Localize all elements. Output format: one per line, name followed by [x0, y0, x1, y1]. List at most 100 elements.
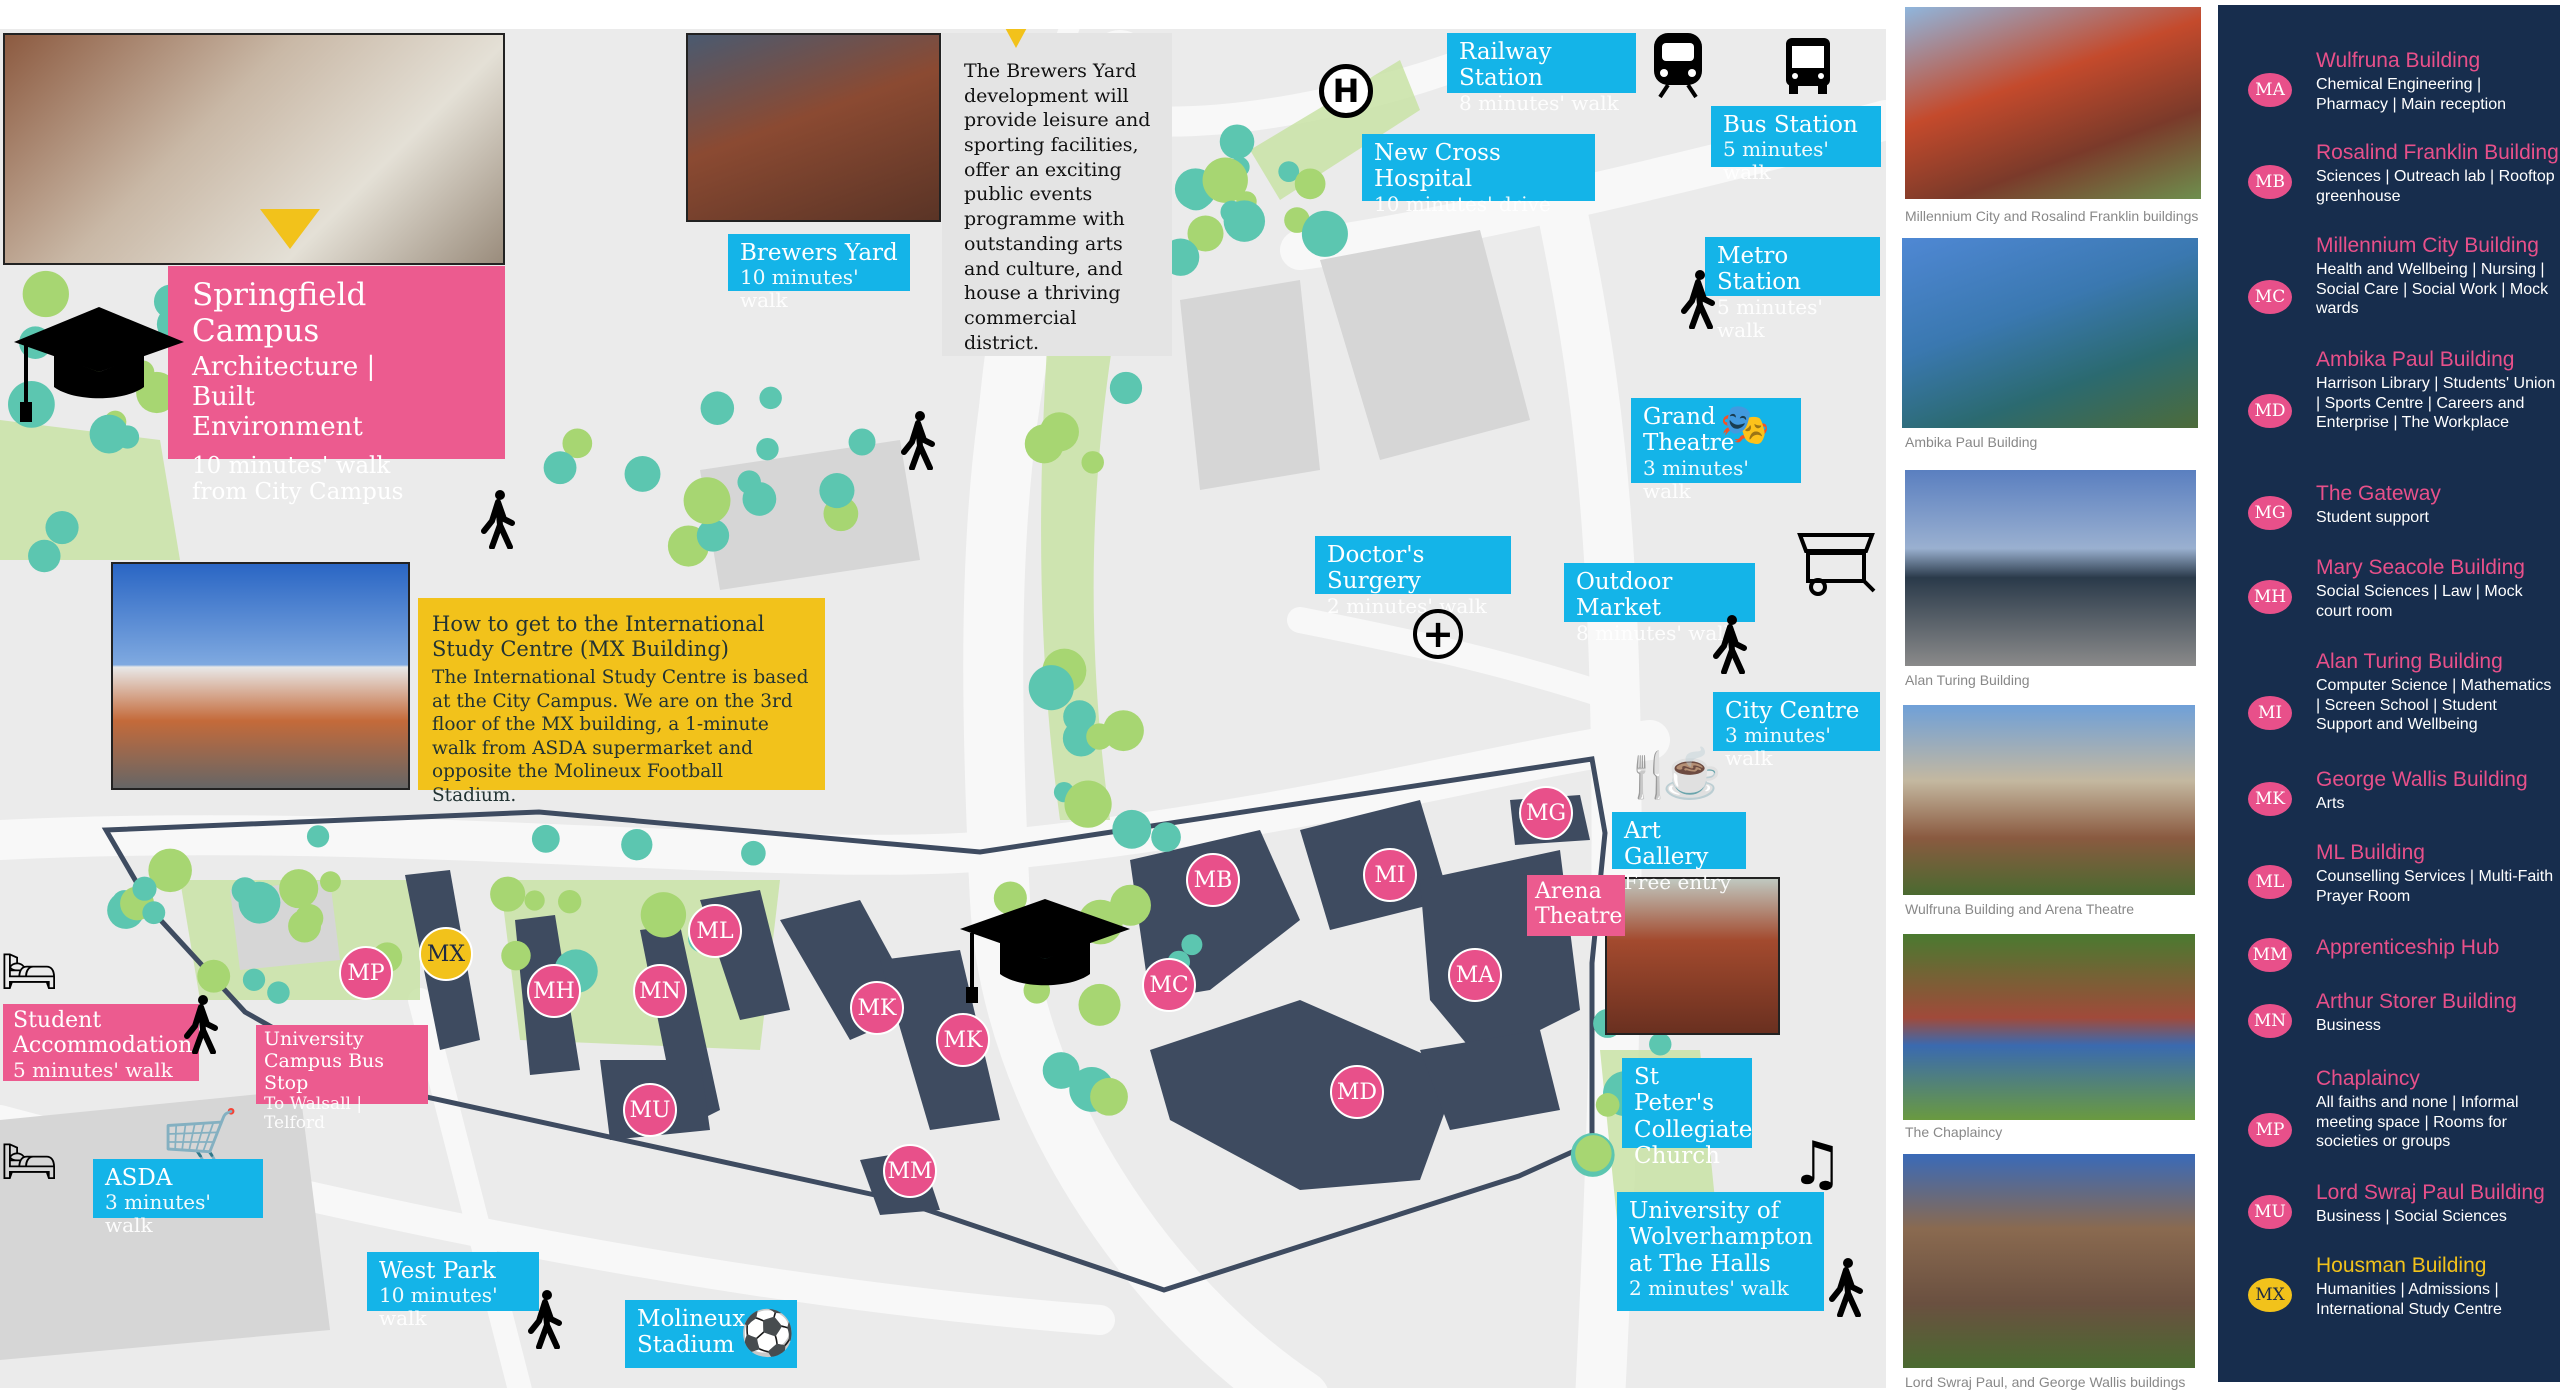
tree-marker	[1112, 809, 1152, 849]
campus-boundary	[101, 756, 1608, 1293]
building-badge-mh[interactable]: MH	[527, 964, 581, 1018]
tree-marker	[242, 968, 266, 991]
building-badge-ml[interactable]: ML	[688, 904, 742, 958]
label-title: Bus Station	[1723, 112, 1858, 138]
building-badge-mu[interactable]: MU	[623, 1083, 677, 1137]
building-description: Student support	[2316, 509, 2429, 526]
tree-marker	[1064, 780, 1112, 828]
building-name: Chaplaincy	[2316, 1067, 2420, 1090]
tree-marker	[1086, 723, 1113, 750]
springfield-campus-photo	[3, 33, 505, 265]
tree-marker	[238, 881, 281, 924]
tree-marker	[136, 371, 178, 414]
building-name: George Wallis Building	[2316, 768, 2528, 791]
asda-highlight: ASDA supermarket	[532, 737, 713, 759]
building-badge-mb[interactable]: MB	[1186, 853, 1240, 907]
building-code-badge: MM	[2248, 938, 2292, 972]
tree-marker	[700, 391, 735, 425]
label-subtitle: To Walsall | Telford	[264, 1093, 363, 1134]
building-badge-mk[interactable]: MK	[850, 981, 904, 1035]
how-to-text: The International Study Centre is based …	[432, 667, 809, 759]
tree-marker	[28, 539, 61, 573]
building-badge-mm[interactable]: MM	[883, 1144, 937, 1198]
building-name: The Gateway	[2316, 482, 2441, 505]
tree-marker	[1102, 710, 1144, 752]
tree-marker	[1028, 665, 1074, 711]
building-badge-mg[interactable]: MG	[1519, 786, 1573, 840]
tree-marker	[267, 981, 290, 1004]
bed-icon: 🛏	[0, 944, 59, 998]
building-badge-ma[interactable]: MA	[1448, 948, 1502, 1002]
tree-marker	[1278, 161, 1300, 182]
photo-wulfruna	[1903, 705, 2195, 895]
building-name: Lord Swraj Paul Building	[2316, 1181, 2545, 1204]
walking-person-icon	[1680, 269, 1720, 329]
label-title: Outdoor Market	[1576, 569, 1673, 622]
building-description: Humanities | Admissions | International …	[2316, 1281, 2502, 1318]
label-title: Molineux Stadium	[637, 1306, 746, 1359]
label-subtitle: 8 minutes' walk	[1459, 90, 1619, 115]
photo-caption: Millennium City and Rosalind Franklin bu…	[1905, 208, 2199, 224]
photo-caption: Ambika Paul Building	[1905, 434, 2038, 450]
tree-marker	[742, 482, 777, 516]
coffee-cup-icon: ☕	[1662, 746, 1722, 802]
label-title: Metro Station	[1717, 243, 1801, 296]
label-subtitle: 5 minutes' walk	[1723, 137, 1829, 185]
st-peters-church-label[interactable]: St Peter's Collegiate Church	[1622, 1058, 1752, 1169]
brewers-yard-label[interactable]: Brewers Yard 10 minutes' walk	[728, 234, 910, 312]
label-title: Arena Theatre	[1535, 879, 1623, 930]
tree-marker	[45, 510, 79, 545]
music-notes-icon: ♫	[1790, 1129, 1844, 1199]
tree-marker	[759, 386, 782, 410]
tree-marker	[89, 414, 129, 454]
building-badge-mx[interactable]: MX	[419, 927, 473, 981]
tree-marker	[524, 890, 545, 911]
building-badge-mn[interactable]: MN	[633, 964, 687, 1018]
building-name: Alan Turing Building	[2316, 650, 2503, 673]
label-title: West Park	[379, 1258, 496, 1284]
label-title: New Cross Hospital	[1374, 140, 1501, 193]
building-legend: MA Wulfruna Building Chemical Engineerin…	[2218, 5, 2560, 1382]
label-subtitle: 2 minutes' walk	[1629, 1276, 1789, 1301]
tree-marker	[132, 876, 157, 901]
building-description: Counselling Services | Multi-Faith Praye…	[2316, 868, 2554, 905]
building-badge-mp[interactable]: MP	[339, 946, 393, 1000]
photo-lord-swraj-paul	[1903, 1154, 2195, 1368]
arena-theatre-label[interactable]: Arena Theatre	[1527, 875, 1625, 936]
building-badge-mi[interactable]: MI	[1363, 848, 1417, 902]
tree-marker	[1090, 1077, 1128, 1116]
building-name: Housman Building	[2316, 1254, 2487, 1277]
building-badge-md[interactable]: MD	[1330, 1065, 1384, 1119]
building-code-badge: MG	[2248, 496, 2292, 530]
building-badge-mk[interactable]: MK	[936, 1013, 990, 1067]
springfield-campus-label[interactable]: Springfield Campus Architecture | Built …	[168, 266, 505, 505]
tree-marker	[1202, 157, 1248, 203]
label-title: ASDA	[105, 1165, 173, 1191]
the-halls-label[interactable]: University of Wolverhampton at The Halls…	[1617, 1192, 1824, 1311]
building-badge-mc[interactable]: MC	[1142, 958, 1196, 1012]
building-code-badge: MP	[2248, 1113, 2292, 1147]
tree-marker	[819, 473, 855, 509]
molineux-stadium-label[interactable]: Molineux Stadium	[625, 1300, 797, 1368]
tree-marker	[1575, 1135, 1612, 1172]
building-name: Millennium City Building	[2316, 234, 2539, 257]
campus-map[interactable]: Springfield Campus Architecture | Built …	[0, 29, 1886, 1388]
building-description: Chemical Engineering | Pharmacy | Main r…	[2316, 76, 2507, 113]
building-code-badge: MI	[2248, 696, 2292, 730]
photo-caption: Alan Turing Building	[1905, 672, 2030, 688]
building-name: Ambika Paul Building	[2316, 348, 2515, 371]
label-subtitle: 5 minutes' walk	[13, 1057, 173, 1082]
